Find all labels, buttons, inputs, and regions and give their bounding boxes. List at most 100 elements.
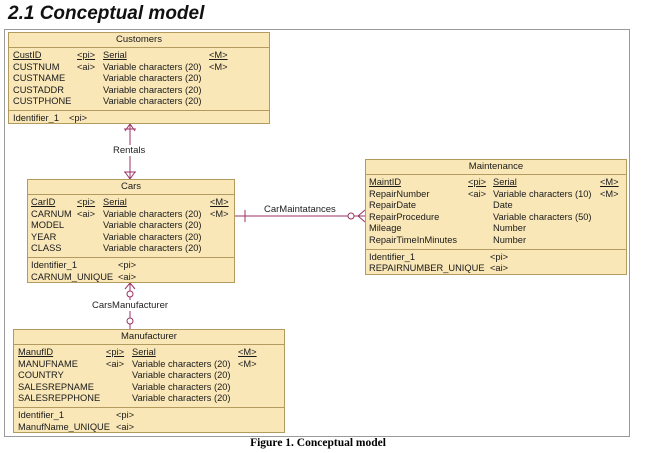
entity-maintenance[interactable]: Maintenance MaintID<pi>Serial<M>RepairNu… [365,159,627,275]
attribute-type: Variable characters (20) [132,381,231,392]
attribute-mandatory: <M> [210,208,229,219]
attribute-row: CustID<pi>Serial<M> [9,50,269,62]
entity-cars[interactable]: Cars CarID<pi>Serial<M>CARNUM<ai>Variabl… [27,179,235,283]
attribute-list: CarID<pi>Serial<M>CARNUM<ai>Variable cha… [28,195,234,258]
attribute-row: CUSTNAME Variable characters (20) [9,73,269,85]
identifier-list: Identifier_1 <pi> ManufName_UNIQUE <ai> [14,408,284,432]
attribute-key: <pi> [106,347,125,357]
attribute-name: CUSTNUM [13,61,60,72]
entity-customers[interactable]: Customers CustID<pi>Serial<M>CUSTNUM<ai>… [8,32,270,124]
attribute-name: MODEL [31,220,65,231]
entity-title: Cars [28,180,234,195]
attribute-key: <ai> [106,358,125,369]
carsmanufacturer-label: CarsManufacturer [92,300,169,311]
attribute-mandatory: <M> [210,197,229,207]
attribute-name: CUSTADDR [13,84,64,95]
identifier-name: ManufName_UNIQUE [18,421,110,432]
attribute-type: Serial [103,50,127,60]
attribute-list: ManufID <pi> Serial <M> MANUFNAME <ai> Variabl… [14,345,284,408]
identifier-row: Identifier_1<pi> [28,260,234,272]
attribute-type: Variable characters (20) [103,208,202,219]
attribute-type: Serial [132,347,156,357]
attribute-mandatory: <M> [238,358,257,369]
attribute-name: CUSTNAME [13,73,66,84]
attribute-row: CARNUM<ai>Variable characters (20)<M> [28,209,234,221]
attribute-key: <ai> [77,61,96,72]
attribute-name: ManufID [18,347,54,357]
attribute-mandatory: <M> [209,61,228,72]
attribute-mandatory: <M> [209,50,228,60]
attribute-name: RepairDate [369,200,417,211]
rentals-fork-top-l [124,123,131,132]
attribute-key: <pi> [468,177,487,187]
attribute-row: ManufID <pi> Serial <M> [14,347,284,359]
attribute-type: Variable characters (20) [103,231,202,242]
carsmanufacturer-circle-bottom [126,317,134,325]
attribute-name: COUNTRY [18,370,64,381]
identifier-name: Identifier_1 [369,251,415,262]
identifier-list: Identifier_1 <pi> [9,111,269,123]
identifier-row: ManufName_UNIQUE <ai> [14,421,284,432]
entity-manufacturer[interactable]: Manufacturer ManufID<pi>Serial<M>MANUFNA… [13,329,285,433]
identifier-name: Identifier_1 [18,409,64,420]
attribute-key: <ai> [468,188,487,199]
attribute-row: CarID<pi>Serial<M> [28,197,234,209]
attribute-mandatory: <M> [600,188,619,199]
identifier-row: Identifier_1 <pi> [9,112,269,123]
attribute-type: Variable characters (20) [132,393,231,404]
attribute-type: Variable characters (10) [493,188,592,199]
attribute-row: MaintID<pi>Serial<M> [366,177,626,189]
attribute-mandatory: <M> [600,177,619,187]
identifier-key: <pi> [69,112,88,123]
attribute-list: MaintID<pi>Serial<M>RepairNumber<ai>Vari… [366,175,626,250]
attribute-name: RepairProcedure [369,211,440,222]
identifier-key: <ai> [490,263,509,274]
attribute-type: Variable characters (50) [493,211,592,222]
identifier-key: <pi> [116,409,135,420]
entity-title: Customers [9,33,269,48]
identifier-key: <ai> [116,421,135,432]
diagram-frame [4,29,630,437]
attribute-name: Mileage [369,223,402,234]
carsmanufacturer-fork-l [124,282,131,290]
attribute-row: CLASS Variable characters (20) [28,243,234,255]
carsmanufacturer-fork-r [129,282,136,290]
attribute-type: Serial [493,177,517,187]
attribute-name: MANUFNAME [18,358,78,369]
attribute-name: CarID [31,197,56,207]
attribute-name: CLASS [31,243,62,254]
attribute-type: Number [493,223,527,234]
attribute-type: Variable characters (20) [103,96,202,107]
identifier-name: Identifier_1 [13,112,59,123]
attribute-name: CARNUM [31,208,72,219]
attribute-mandatory: <M> [238,347,257,357]
attribute-row: CUSTNUM <ai> Variable characters (20) <M> [9,62,269,74]
identifier-list: Identifier_1<pi>REPAIRNUMBER_UNIQUE<ai> [366,250,626,274]
identifier-key: <ai> [118,271,137,282]
attribute-type: Serial [103,197,127,207]
rentals-fork-top-r [129,123,136,132]
identifier-name: Identifier_1 [31,259,77,270]
identifier-row: CARNUM_UNIQUE<ai> [28,271,234,282]
attribute-type: Number [493,234,527,245]
carmaintatances-fork-top [357,209,366,217]
attribute-row: MANUFNAME<ai>Variable characters (20)<M> [14,359,284,371]
identifier-list: Identifier_1<pi>CARNUM_UNIQUE<ai> [28,258,234,282]
entity-title: Maintenance [366,160,626,175]
attribute-type: Variable characters (20) [103,73,202,84]
carmaintatances-label: CarMaintatances [264,204,336,215]
carmaintatances-optional-circle [347,212,355,220]
attribute-type: Variable characters (20) [103,243,202,254]
attribute-row: RepairNumber<ai>Variable characters (10)… [366,189,626,201]
attribute-type: Variable characters (20) [103,61,202,72]
attribute-name: YEAR [31,231,57,242]
rentals-fork-bottom-r [129,171,136,180]
rentals-label: Rentals [113,145,146,156]
identifier-row: Identifier_1<pi> [366,252,626,264]
